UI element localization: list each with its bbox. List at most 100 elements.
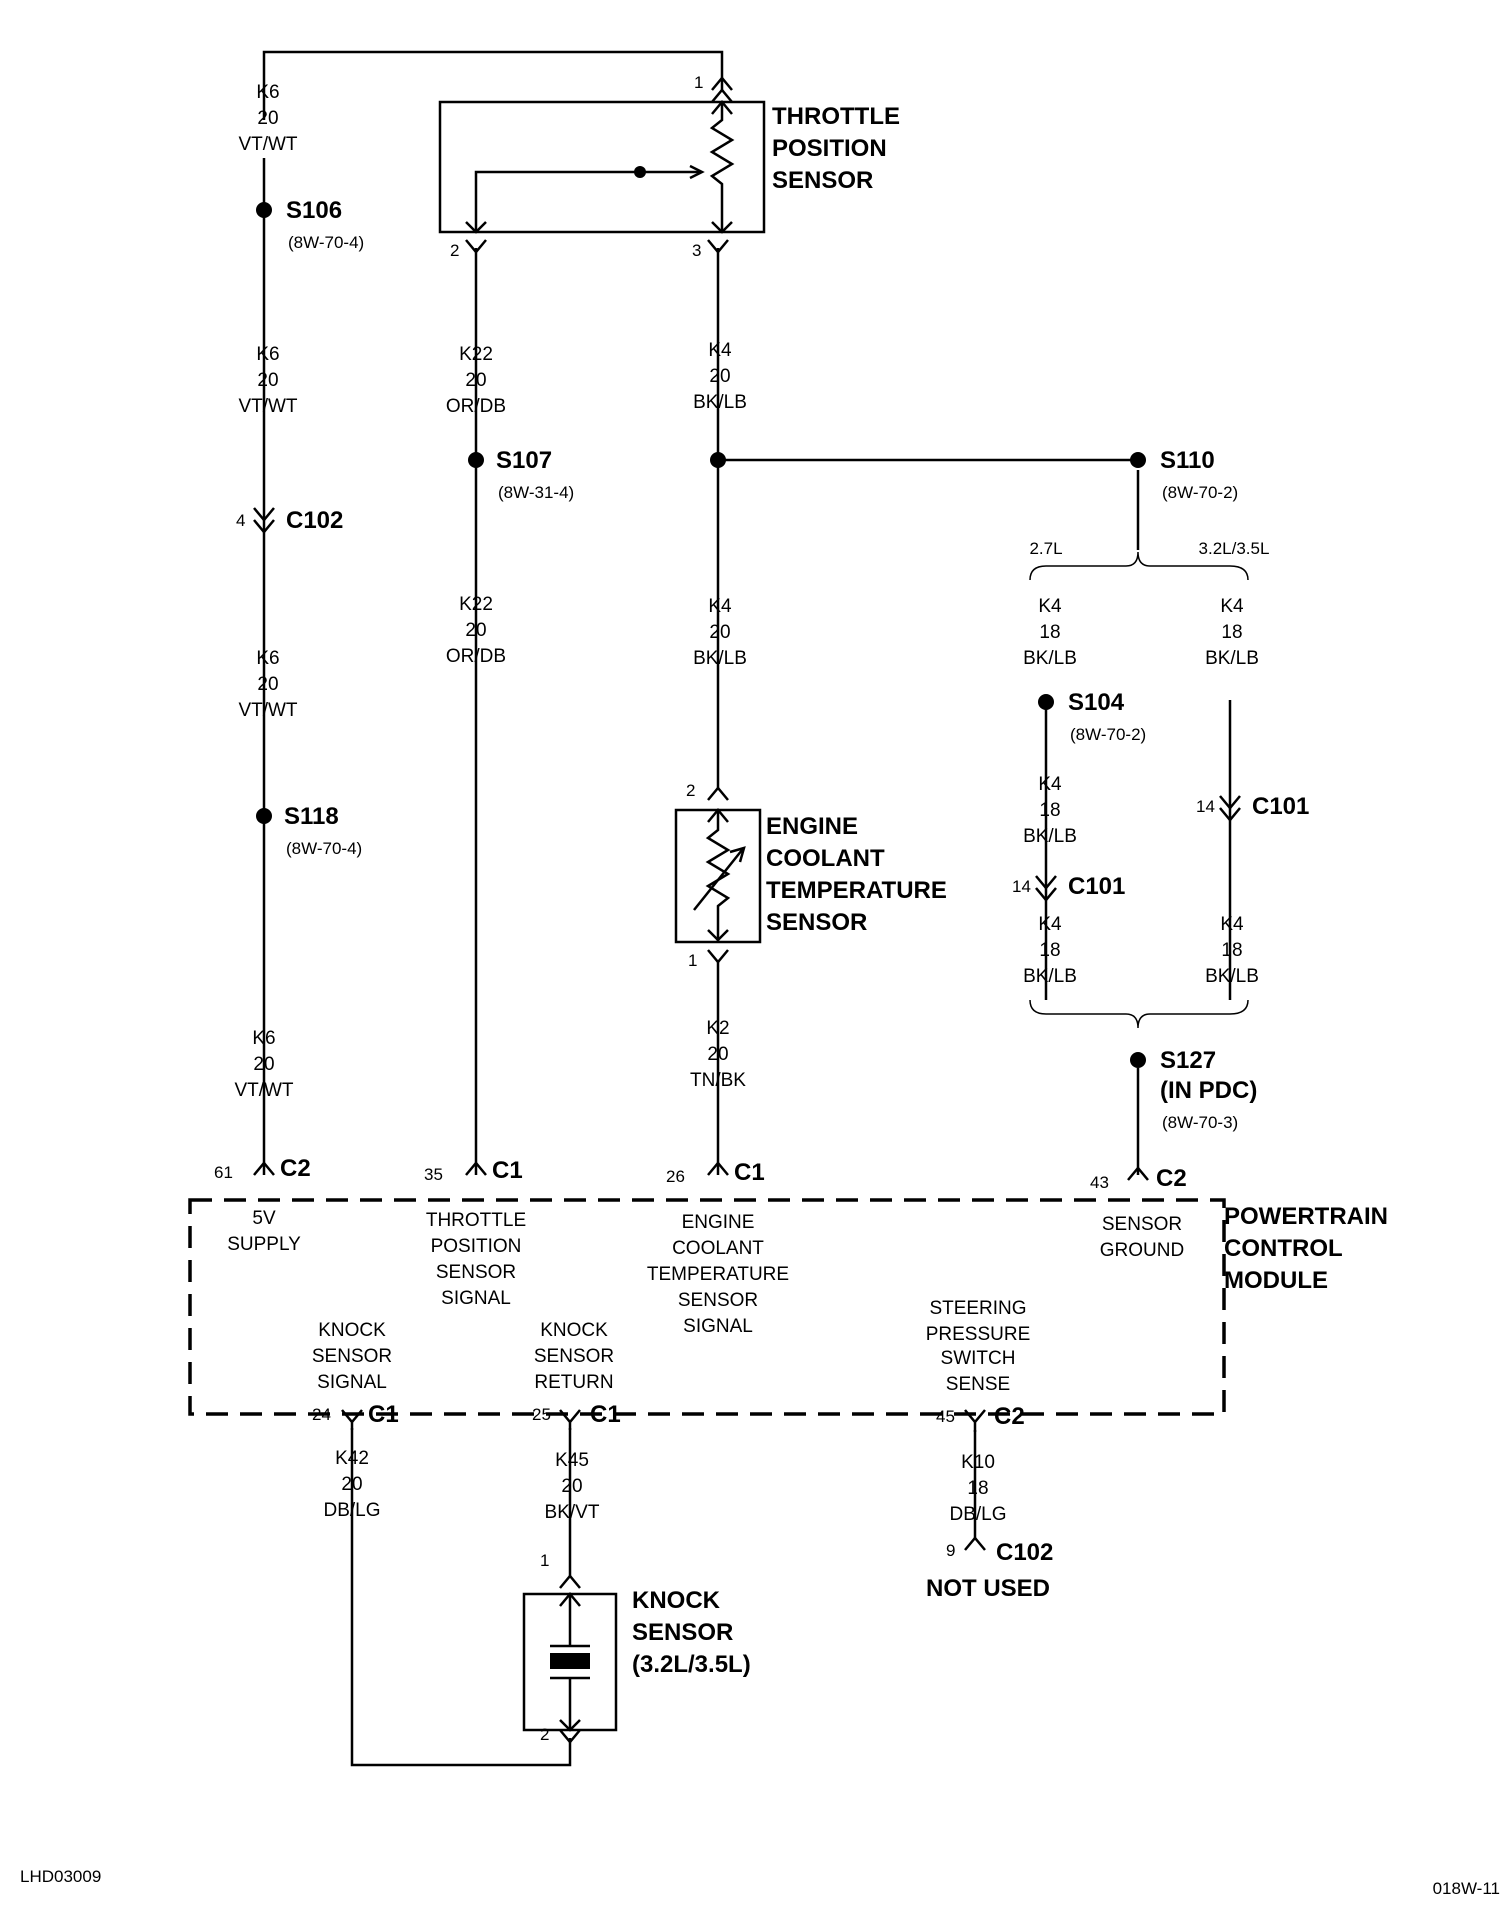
pcm-label-ects-3: TEMPERATURE <box>647 1264 789 1285</box>
wire-k4-32b-gauge: 18 <box>1221 940 1242 961</box>
wire-k42-id: K42 <box>335 1448 369 1469</box>
wire-k4-b-id: K4 <box>708 596 732 617</box>
pcm-label-ground-2: GROUND <box>1100 1240 1184 1261</box>
splice-s107-id: S107 <box>496 447 552 474</box>
pcm-pin26-symbol <box>707 1161 729 1176</box>
wire-k6-a-id: K6 <box>256 82 279 103</box>
pcm-label-tps-2: POSITION <box>431 1236 522 1257</box>
pcm-pin61-connector: C2 <box>280 1155 311 1182</box>
splice-s110-ref: (8W-70-2) <box>1162 483 1238 502</box>
wire-k6-d-gauge: 20 <box>253 1054 274 1075</box>
footer-page-id: 018W-11 <box>1433 1879 1500 1898</box>
footer-drawing-id: LHD03009 <box>20 1867 101 1886</box>
pcm-pin24-connector: C1 <box>368 1401 399 1428</box>
c102-top-symbol <box>253 507 275 534</box>
pcm-label-ects-2: COOLANT <box>672 1238 764 1259</box>
wire-k10-gauge: 18 <box>967 1478 988 1499</box>
wire-k6-c-id: K6 <box>256 648 279 669</box>
pcm-label-knock-signal-2: SENSOR <box>312 1346 392 1367</box>
pcm-label-tps-1: THROTTLE <box>426 1210 526 1231</box>
wire-k10-color: DB/LG <box>949 1504 1006 1525</box>
tps-pin3-symbol <box>707 239 729 254</box>
tps-pin1-symbol <box>711 76 733 103</box>
tps-wiper-arrow <box>689 164 705 180</box>
wire-k4-27c-id: K4 <box>1038 914 1062 935</box>
ects-pin2-symbol <box>707 786 729 801</box>
pcm-pin43-number: 43 <box>1090 1173 1109 1192</box>
throttle-position-sensor <box>438 100 766 234</box>
pcm-label-knock-return-2: SENSOR <box>534 1346 614 1367</box>
splice-s127-location: (IN PDC) <box>1160 1077 1257 1104</box>
tps-title-line2: POSITION <box>772 135 887 162</box>
splice-dot-s107 <box>468 452 484 468</box>
tps-title-line3: SENSOR <box>772 167 873 194</box>
ects-title-line1: ENGINE <box>766 813 858 840</box>
knock-pin2-symbol <box>559 1729 581 1744</box>
wire-k4-b-gauge: 20 <box>709 622 730 643</box>
connector-labels: 1 2 3 4 C102 2 1 14 C101 14 C101 61 C2 3… <box>214 73 1309 1744</box>
splice-dot-s106 <box>256 202 272 218</box>
splice-dot-s104 <box>1038 694 1054 710</box>
pcm-label-knock-return-3: RETURN <box>534 1372 613 1393</box>
not-used-label: NOT USED <box>926 1575 1050 1602</box>
wire-k4-a-id: K4 <box>708 340 732 361</box>
wire-k42 <box>350 1428 572 1767</box>
wire-k6-d-id: K6 <box>252 1028 275 1049</box>
pcm-label-steering-3: SWITCH <box>941 1348 1016 1369</box>
ects-pin1-symbol <box>707 949 729 964</box>
pcm-pin35-connector: C1 <box>492 1157 523 1184</box>
tps-pin1-label: 1 <box>694 73 703 92</box>
pcm-pin25-number: 25 <box>532 1405 551 1424</box>
engine-coolant-temperature-sensor <box>674 808 762 944</box>
pcm-label-tps-3: SENSOR <box>436 1262 516 1283</box>
knock-sensor <box>522 1592 618 1732</box>
wire-k2-gauge: 20 <box>707 1044 728 1065</box>
ects-pin2-label: 2 <box>686 781 695 800</box>
wire-k45-id: K45 <box>555 1450 589 1471</box>
c101-32-symbol <box>1219 795 1241 822</box>
splice-s118-id: S118 <box>284 803 339 830</box>
pcm-pin26-number: 26 <box>666 1167 685 1186</box>
knock-pin2-label: 2 <box>540 1725 549 1744</box>
wire-k4-27b-color: BK/LB <box>1023 826 1077 847</box>
splice-s107-ref: (8W-31-4) <box>498 483 574 502</box>
wire-k4-32b-id: K4 <box>1220 914 1244 935</box>
wire-k4-27a-gauge: 18 <box>1039 622 1060 643</box>
ects-title-line3: TEMPERATURE <box>766 877 947 904</box>
wire-k2-color: TN/BK <box>690 1070 746 1091</box>
pcm-pin35-symbol <box>465 1161 487 1176</box>
pcm-title-line1: POWERTRAIN <box>1224 1203 1388 1230</box>
tps-pin3-label: 3 <box>692 241 701 260</box>
pcm-label-ects-4: SENSOR <box>678 1290 758 1311</box>
pcm-pin35-number: 35 <box>424 1165 443 1184</box>
splice-s127-id: S127 <box>1160 1047 1216 1074</box>
wire-k6-b-color: VT/WT <box>238 396 297 417</box>
splice-dot-junction <box>710 452 726 468</box>
pcm-label-ects-5: SIGNAL <box>683 1316 753 1337</box>
tps-wiper-dot <box>634 166 646 178</box>
c102-bottom-symbol <box>964 1536 986 1551</box>
wire-k22-b-color: OR/DB <box>446 646 506 667</box>
wire-k4-27a-color: BK/LB <box>1023 648 1077 669</box>
brace-split <box>1029 551 1249 581</box>
wire-k6-c-gauge: 20 <box>257 674 278 695</box>
knock-title-line2: SENSOR <box>632 1619 733 1646</box>
knock-pin1-symbol <box>559 1574 581 1589</box>
c101-32-pin: 14 <box>1196 797 1215 816</box>
wire-k4-a-gauge: 20 <box>709 366 730 387</box>
pcm-box <box>188 1198 1226 1416</box>
splice-s127-ref: (8W-70-3) <box>1162 1113 1238 1132</box>
c101-32-name: C101 <box>1252 793 1309 820</box>
pcm-label-supply-1: 5V <box>252 1208 276 1229</box>
splice-s110-id: S110 <box>1160 447 1215 474</box>
pcm-title-line3: MODULE <box>1224 1267 1328 1294</box>
pcm-label-tps-4: SIGNAL <box>441 1288 511 1309</box>
splice-s106-id: S106 <box>286 197 342 224</box>
tps-box <box>438 100 766 234</box>
pcm-pin24-number: 24 <box>312 1405 331 1424</box>
wire-k22-b-gauge: 20 <box>465 620 486 641</box>
wire-k4-32a-color: BK/LB <box>1205 648 1259 669</box>
pcm-label-steering-2: PRESSURE <box>926 1324 1031 1345</box>
knock-element-lines <box>550 1594 590 1730</box>
wire-labels: K6 20 VT/WT K6 20 VT/WT K6 20 VT/WT K6 2… <box>234 82 1258 1525</box>
